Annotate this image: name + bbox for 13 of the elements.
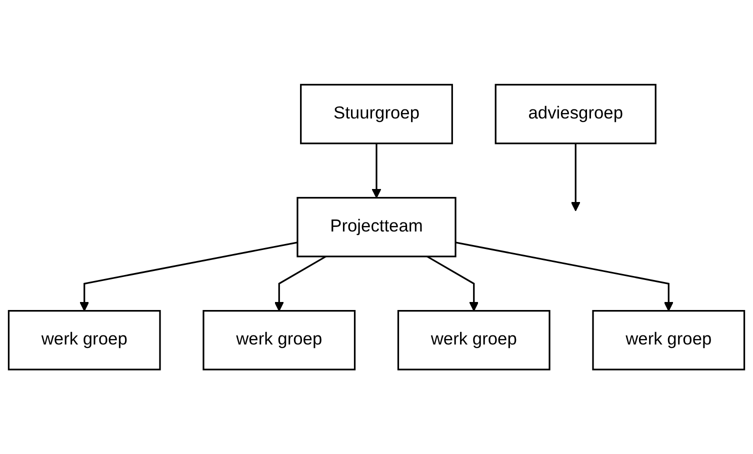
node-box: Projectteam [296, 196, 456, 258]
node-box: werk groep [397, 310, 550, 370]
arrow [274, 256, 326, 312]
node-box: werk groep [202, 310, 356, 370]
node-box: werk groep [8, 310, 161, 370]
arrow [426, 256, 479, 312]
node-box: Stuurgroep [300, 84, 453, 144]
arrow [372, 143, 382, 198]
node-box: adviesgroep [494, 84, 656, 144]
arrow [570, 143, 580, 212]
arrow [80, 241, 298, 312]
arrow [455, 241, 674, 312]
node-box: werk groep [592, 310, 746, 370]
